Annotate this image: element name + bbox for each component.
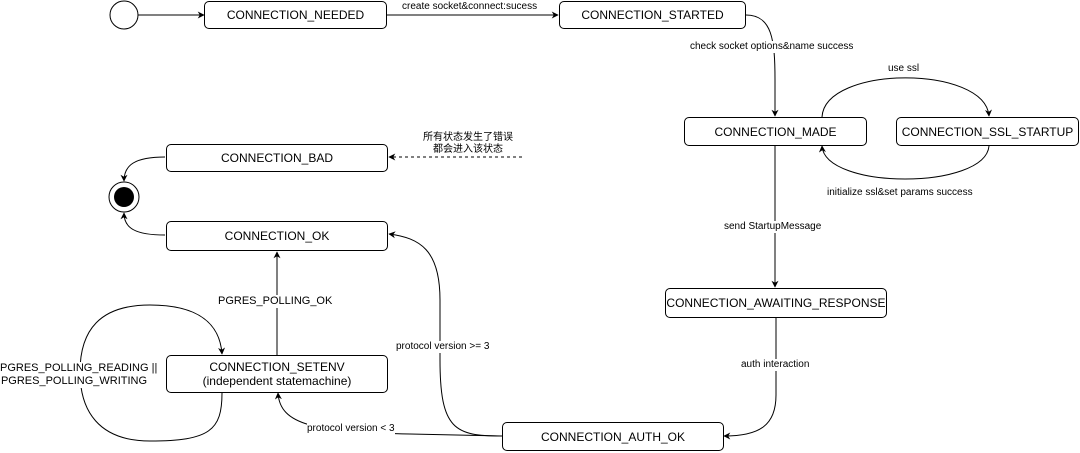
state-connection-auth-ok: CONNECTION_AUTH_OK [502,422,724,451]
label-auth-interaction: auth interaction [741,359,810,371]
state-connection-bad: CONNECTION_BAD [166,144,388,172]
label-error-note: 所有状态发生了错误 都会进入该状态 [412,132,524,156]
edge-awaiting-authok [723,318,777,440]
end-node-inner [114,187,134,207]
label-polling-rw-line1: PGRES_POLLING_READING || [0,362,158,374]
state-label: CONNECTION_MADE [714,124,837,139]
label-polling-rw-line2: PGRES_POLLING_WRITING [0,375,148,387]
state-label: CONNECTION_BAD [220,151,333,165]
edge-started-made [745,14,779,117]
label-error-note-line1: 所有状态发生了错误 [423,132,513,143]
label-polling-ok: PGRES_POLLING_OK [218,295,333,308]
label-use-ssl: use ssl [888,63,920,75]
state-label: CONNECTION_AUTH_OK [540,429,686,444]
state-label: CONNECTION_SETENV [209,360,345,374]
label-error-note-line2: 都会进入该状态 [433,144,503,155]
state-label: CONNECTION_STARTED [581,8,724,22]
start-node [109,0,139,30]
label-create-socket: create socket&connect:sucess [402,1,538,13]
edge-made-ssl [821,77,992,118]
state-label: CONNECTION_OK [224,229,330,243]
state-connection-made: CONNECTION_MADE [684,117,867,146]
state-connection-needed: CONNECTION_NEEDED [204,1,387,29]
label-polling-rw: PGRES_POLLING_READING || PGRES_POLLING_W… [0,362,158,388]
state-label: CONNECTION_NEEDED [226,8,365,22]
state-connection-setenv: CONNECTION_SETENV (independent statemach… [166,355,388,393]
label-protocol-ge3: protocol version >= 3 [396,341,490,353]
state-connection-ok: CONNECTION_OK [166,221,388,251]
state-label: CONNECTION_AWAITING_RESPONSE [666,296,886,310]
edge-authok-ok [388,231,503,437]
state-connection-started: CONNECTION_STARTED [559,1,746,29]
state-sublabel: (independent statemachine) [202,374,352,388]
label-init-ssl: initialize ssl&set params success [827,187,973,199]
state-connection-awaiting-response: CONNECTION_AWAITING_RESPONSE [665,288,887,318]
edge-bad-end [120,156,166,182]
label-check-socket: check socket options&name success [690,41,854,53]
edge-ok-end [120,212,166,236]
state-label: CONNECTION_SSL_STARTUP [901,124,1074,139]
state-connection-ssl-startup: CONNECTION_SSL_STARTUP [896,117,1079,146]
edge-ssl-made [818,145,990,180]
label-send-startup: send StartupMessage [724,221,822,233]
label-protocol-lt3: protocol version < 3 [307,423,395,435]
